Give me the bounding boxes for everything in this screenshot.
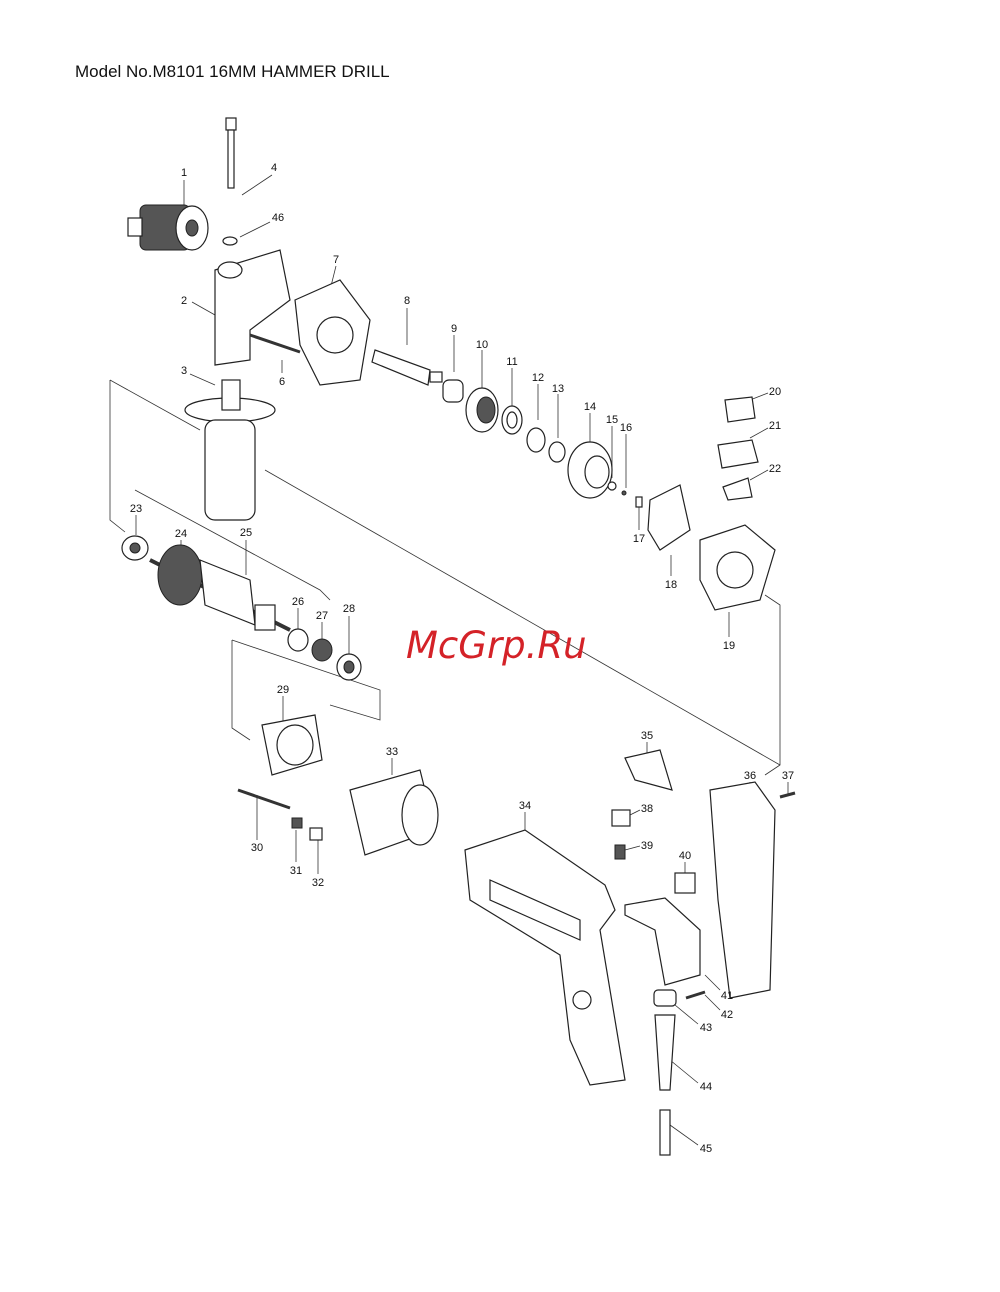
part-label-26: 26 — [292, 596, 304, 608]
cord — [659, 1109, 671, 1156]
leader-line-21 — [749, 427, 769, 439]
small-parts-15-16-17 — [607, 481, 643, 508]
motor-housing — [464, 829, 626, 1086]
leader-line-2 — [191, 301, 216, 316]
part-label-6: 6 — [279, 376, 285, 388]
part-label-35: 35 — [641, 730, 653, 742]
part-label-21: 21 — [769, 420, 781, 432]
side-grip-bracket — [214, 249, 291, 366]
leader-line-22 — [749, 469, 769, 481]
part-label-12: 12 — [532, 372, 544, 384]
part-label-36: 36 — [744, 770, 756, 782]
side-grip-handle — [184, 379, 276, 521]
part-label-25: 25 — [240, 527, 252, 539]
leader-line-3 — [189, 373, 216, 386]
leader-line-44 — [669, 1059, 699, 1084]
part-label-29: 29 — [277, 684, 289, 696]
part-label-11: 11 — [506, 356, 517, 368]
part-label-4: 4 — [271, 162, 277, 174]
assembly-guide-lines — [109, 379, 781, 776]
part-label-14: 14 — [584, 401, 596, 413]
model-title: Model No.M8101 16MM HAMMER DRILL — [75, 62, 390, 81]
retaining-ring — [526, 427, 546, 453]
spring — [442, 379, 464, 403]
part-label-20: 20 — [769, 386, 781, 398]
leader-line-43 — [674, 1004, 699, 1025]
part-label-43: 43 — [700, 1022, 712, 1034]
parts — [121, 117, 796, 1156]
spindle — [371, 349, 443, 386]
part-label-9: 9 — [451, 323, 457, 335]
ball-bearing-10 — [465, 387, 499, 433]
spur-gear — [567, 441, 613, 499]
leader-line-42 — [704, 994, 721, 1011]
leader-line-41 — [704, 974, 721, 991]
part-label-10: 10 — [476, 339, 488, 351]
bearing-13 — [548, 441, 566, 463]
screw-30 — [237, 788, 291, 810]
leader-line-45 — [669, 1124, 699, 1146]
part-label-34: 34 — [519, 800, 531, 812]
part-label-18: 18 — [665, 579, 677, 591]
field-stator — [349, 769, 439, 856]
part-label-27: 27 — [316, 610, 328, 622]
watermark: McGrp.Ru — [406, 624, 587, 667]
part-label-46: 46 — [272, 212, 284, 224]
part-label-37: 37 — [782, 770, 794, 782]
armature — [149, 544, 291, 632]
part-label-24: 24 — [175, 528, 187, 540]
part-label-28: 28 — [343, 603, 355, 615]
leader-line-46 — [239, 221, 271, 238]
depth-gauge-bolt — [222, 117, 238, 246]
part-label-38: 38 — [641, 803, 653, 815]
part-label-42: 42 — [721, 1009, 733, 1021]
fan-baffle — [261, 714, 323, 776]
screw-42 — [685, 990, 706, 1000]
cord-guard — [654, 1014, 676, 1091]
handle-cover — [709, 781, 776, 999]
part-label-31: 31 — [290, 865, 302, 877]
leader-line-38 — [629, 809, 641, 816]
part-label-16: 16 — [620, 422, 632, 434]
part-label-2: 2 — [181, 295, 187, 307]
part-label-33: 33 — [386, 746, 398, 758]
part-label-45: 45 — [700, 1143, 712, 1155]
brush-parts — [611, 809, 696, 894]
part-label-30: 30 — [251, 842, 263, 854]
part-label-8: 8 — [404, 295, 410, 307]
gear-housing-cover — [294, 279, 371, 386]
name-plate — [624, 749, 673, 791]
part-label-7: 7 — [333, 254, 339, 266]
strain-relief — [653, 989, 677, 1007]
bearing-23 — [121, 535, 149, 561]
bearings-26-28 — [287, 628, 362, 681]
bearing-box — [699, 524, 776, 611]
part-label-41: 41 — [721, 990, 733, 1002]
part-label-15: 15 — [606, 414, 618, 426]
part-label-3: 3 — [181, 365, 187, 377]
brush-holders — [291, 817, 323, 841]
baffle-plate — [647, 484, 691, 551]
leader-line-20 — [749, 392, 769, 401]
washer-11 — [501, 405, 523, 435]
part-label-32: 32 — [312, 877, 324, 889]
part-label-40: 40 — [679, 850, 691, 862]
leader-line-39 — [624, 845, 641, 851]
bolt-6 — [249, 333, 301, 354]
drill-chuck — [127, 204, 209, 251]
switch — [624, 897, 701, 986]
part-label-23: 23 — [130, 503, 142, 515]
screw-37 — [779, 791, 796, 799]
part-label-17: 17 — [633, 533, 645, 545]
lock-button-parts — [717, 396, 759, 501]
leader-line-4 — [241, 174, 273, 196]
part-label-39: 39 — [641, 840, 653, 852]
part-label-44: 44 — [700, 1081, 712, 1093]
part-label-19: 19 — [723, 640, 735, 652]
part-label-22: 22 — [769, 463, 781, 475]
part-label-13: 13 — [552, 383, 564, 395]
part-label-1: 1 — [181, 167, 187, 179]
